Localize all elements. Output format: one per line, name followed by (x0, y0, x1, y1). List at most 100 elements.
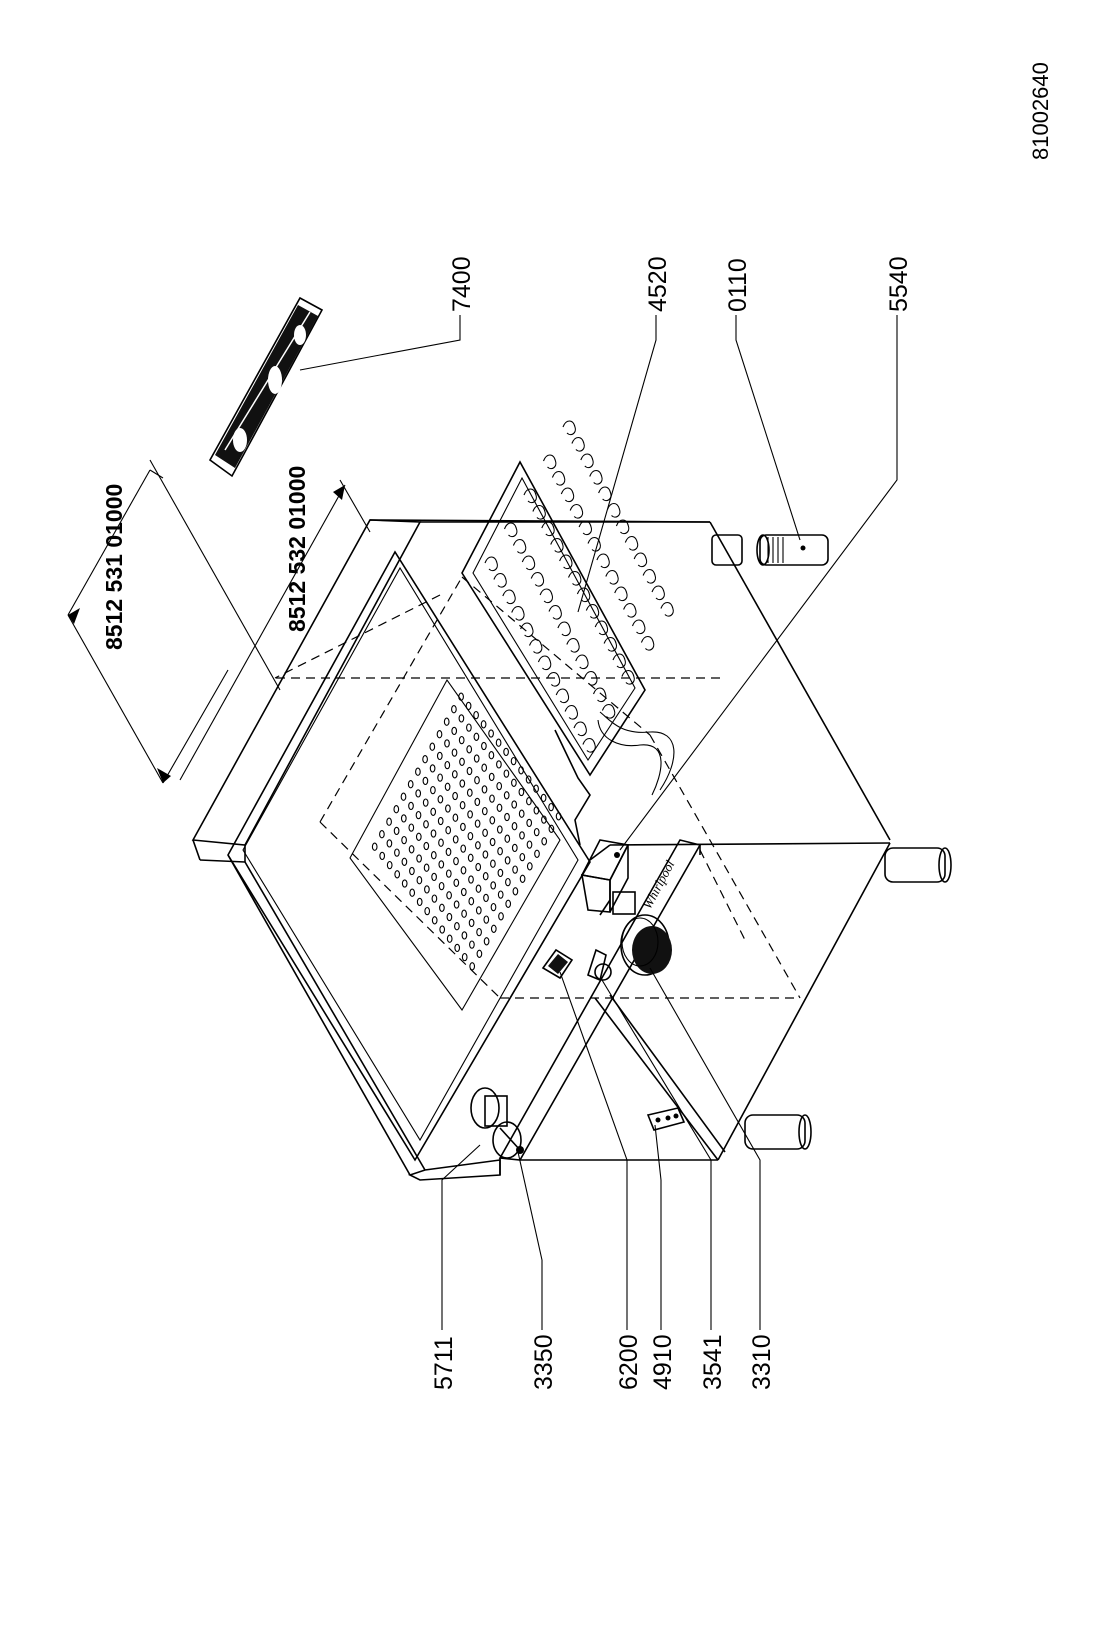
basket-hole (510, 756, 517, 766)
basket-hole (540, 793, 547, 803)
heating-coil-loop (633, 552, 648, 568)
basket-hole (481, 763, 488, 772)
basket-hole (408, 823, 415, 832)
basket-hole (452, 791, 458, 801)
heating-coil-loop (502, 589, 516, 605)
heating-coil-loop (493, 572, 507, 588)
basket-hole (490, 924, 497, 933)
basket-hole (490, 902, 497, 912)
heating-coil-loop (623, 602, 637, 618)
basket-hole (416, 876, 423, 885)
heating-coil-loop (512, 538, 527, 554)
heating-coil-loop (651, 585, 665, 601)
heating-coil-loop (601, 703, 616, 719)
basket-hole (393, 805, 400, 814)
heating-coil-loop (621, 669, 635, 685)
heating-coil-loop (520, 622, 534, 638)
basket-hole (445, 826, 452, 835)
basket-hole (458, 714, 465, 723)
basket-hole (467, 831, 474, 841)
heating-coil-loop (539, 588, 554, 604)
heating-coil-loop (564, 704, 579, 720)
basket-hole (483, 937, 490, 946)
basket-hole (436, 730, 443, 739)
basket-hole (483, 915, 490, 924)
basket-hole (497, 890, 504, 899)
basket-hole (451, 748, 458, 757)
basket-hole (379, 830, 385, 839)
basket-hole (453, 878, 460, 887)
basket-hole (555, 812, 562, 821)
basket-hole (452, 813, 459, 822)
leader-lines (299, 315, 898, 1330)
part-label-4520: 4520 (644, 256, 672, 312)
basket-hole (439, 925, 446, 934)
heating-coil-loop (560, 487, 575, 503)
heating-coil-loop (567, 570, 582, 586)
part-label-6200: 6200 (615, 1334, 643, 1390)
heating-coil-loop (582, 737, 596, 753)
heating-coil-loop (532, 504, 546, 520)
heating-coil-loop (484, 556, 498, 572)
basket-hole (424, 885, 430, 894)
basket-hole (483, 893, 489, 903)
basket-hole (422, 776, 429, 786)
basket-hole (503, 791, 510, 800)
heating-coil-loop (585, 603, 600, 619)
connector-tube (756, 534, 829, 566)
basket-hole (467, 853, 474, 862)
basket-hole (371, 842, 378, 851)
basket-hole (504, 856, 511, 865)
heating-coil-loop (511, 605, 525, 621)
heating-coil-loop (562, 420, 576, 436)
basket-hole (459, 801, 466, 810)
basket-hole (401, 879, 408, 888)
basket-hole (497, 847, 503, 856)
basket-hole (430, 829, 437, 838)
basket-hole (461, 909, 467, 918)
brand-mark: Whirlpool (639, 857, 677, 911)
heating-coil-loop (571, 436, 585, 452)
basket-hole (541, 837, 548, 846)
basket-hole (476, 927, 482, 937)
basket-hole (518, 766, 524, 775)
basket-hole (453, 900, 460, 909)
heating-coil-loop (576, 587, 591, 603)
basket-hole (424, 906, 431, 916)
basket-hole (454, 943, 461, 953)
perforated-basket (349, 678, 562, 1012)
basket-hole (422, 798, 429, 807)
basket-hole (511, 843, 518, 853)
basket-hole (480, 720, 487, 729)
heating-element (461, 420, 675, 846)
heating-coil-loop (605, 569, 619, 585)
foot-front-right (884, 847, 952, 883)
basket-hole (475, 862, 482, 872)
heating-coil-loop (624, 535, 639, 551)
basket-hole (496, 803, 503, 812)
basket-hole (488, 751, 495, 760)
basket-hole (489, 816, 496, 825)
part-label-3350: 3350 (530, 1334, 558, 1390)
drawing-number: 81002640 (1028, 62, 1053, 160)
basket-hole (416, 897, 423, 907)
heating-coil-loop (640, 635, 655, 651)
basket-hole (512, 887, 519, 896)
basket-hole (465, 701, 472, 711)
appliance-cabinet (191, 519, 891, 1181)
basket-hole (466, 766, 473, 776)
basket-hole (490, 859, 496, 868)
thermostat (580, 839, 636, 916)
basket-hole (476, 949, 483, 958)
heating-coil-loop (551, 470, 566, 486)
heating-coil-loop (541, 521, 555, 537)
basket-hole (443, 717, 450, 726)
basket-hole (533, 784, 539, 793)
basket-hole (511, 800, 518, 809)
basket-hole (526, 818, 533, 828)
basket-hole (423, 820, 429, 829)
heating-coil-loop (528, 638, 543, 654)
basket-hole (416, 854, 422, 863)
heating-coil-loop (566, 637, 580, 653)
